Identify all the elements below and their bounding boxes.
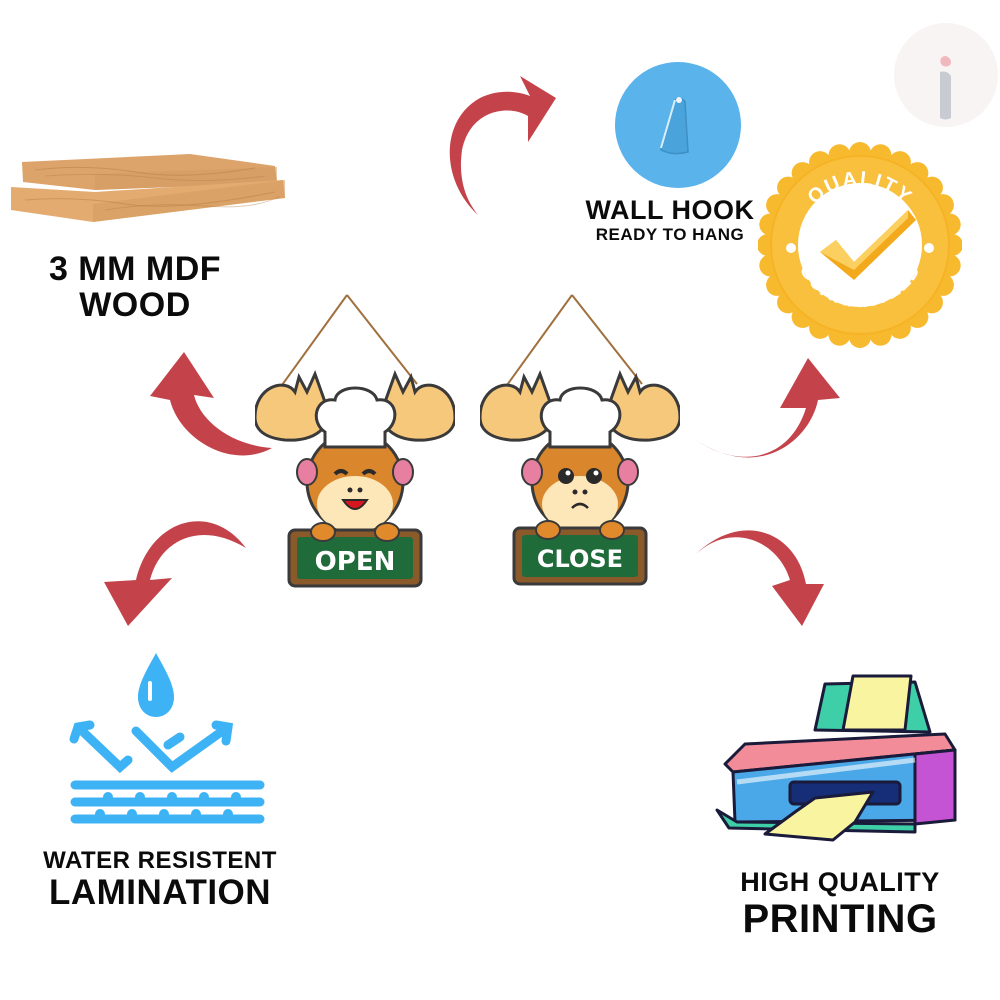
wood-label-line2: WOOD (79, 285, 191, 324)
wall-hook-icon (615, 62, 741, 188)
lamination-label-line1: WATER RESISTENT (43, 847, 277, 874)
printing-label: HIGH QUALITY PRINTING (715, 867, 965, 942)
lamination-label-line2: LAMINATION (48, 873, 272, 913)
open-sign: OPEN (255, 292, 455, 592)
hook-label-title: WALL HOOK (585, 195, 755, 225)
hook-label: WALL HOOK READY TO HANG (570, 196, 770, 244)
arrow-to-wood-icon (150, 352, 272, 456)
info-logo-icon (894, 23, 998, 127)
arrow-to-quality-icon (696, 358, 840, 458)
wood-label-line1: 3 MM MDF (48, 250, 222, 288)
printing-label-line1: HIGH QUALITY (740, 867, 940, 897)
arrow-to-printing-icon (694, 530, 824, 626)
wood-planks (5, 150, 290, 230)
moose-sad-icon: CLOSE (480, 294, 680, 586)
water-resistant (60, 645, 270, 825)
wall-hook (613, 60, 743, 190)
wood-label: 3 MM MDF WOOD (20, 250, 250, 324)
close-sign: CLOSE (480, 292, 680, 592)
hook-label-subtitle: READY TO HANG (595, 225, 745, 245)
close-sign-text: CLOSE (537, 545, 623, 573)
water-resistant-icon (69, 653, 265, 824)
printer (715, 672, 965, 842)
moose-happy-icon: OPEN (255, 294, 455, 588)
wood-planks-icon (11, 154, 285, 222)
lamination-label: WATER RESISTENT LAMINATION (25, 848, 295, 912)
info-logo (893, 22, 999, 128)
printing-label-line2: PRINTING (742, 897, 938, 942)
quality-badge-icon: QUALITY GUARANTEED (758, 142, 962, 348)
arrow-to-lamination-icon (104, 521, 246, 626)
quality-badge: QUALITY GUARANTEED (758, 140, 962, 350)
printer-icon (715, 674, 957, 842)
arrow-to-hook-icon (449, 76, 556, 215)
open-sign-text: OPEN (315, 547, 396, 577)
